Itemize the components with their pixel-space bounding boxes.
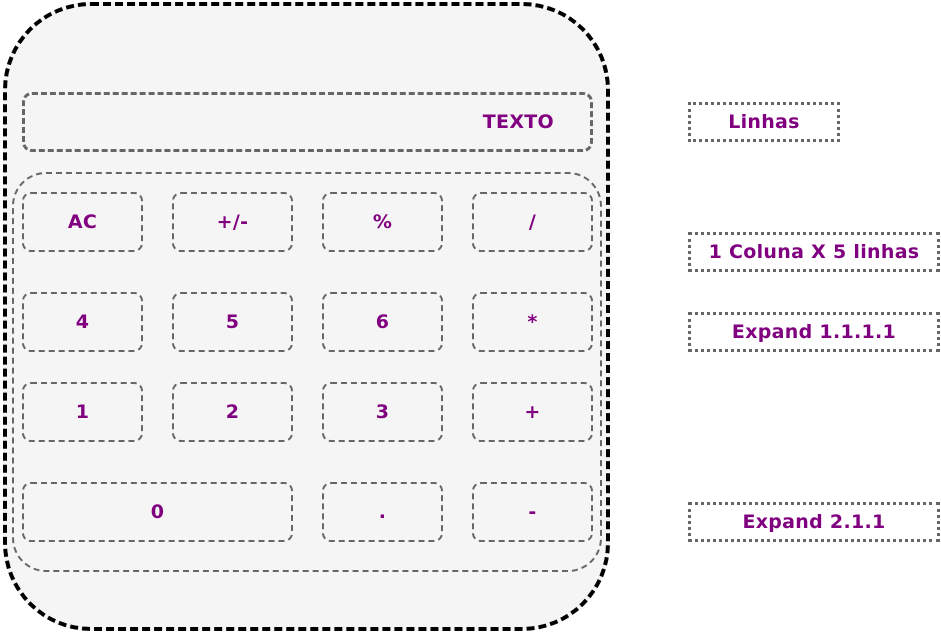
keypad-container <box>12 172 602 572</box>
key-1[interactable]: 1 <box>22 382 143 442</box>
key-plus-minus[interactable]: +/- <box>172 192 293 252</box>
key-decimal[interactable]: . <box>322 482 443 542</box>
key-3[interactable]: 3 <box>322 382 443 442</box>
key-ac[interactable]: AC <box>22 192 143 252</box>
annotation-expand-1111: Expand 1.1.1.1 <box>688 312 940 352</box>
key-plus[interactable]: + <box>472 382 593 442</box>
key-0[interactable]: 0 <box>22 482 293 542</box>
key-divide[interactable]: / <box>472 192 593 252</box>
key-minus[interactable]: - <box>472 482 593 542</box>
key-4[interactable]: 4 <box>22 292 143 352</box>
calculator-display: TEXTO <box>22 92 593 152</box>
display-text: TEXTO <box>482 111 554 133</box>
key-2[interactable]: 2 <box>172 382 293 442</box>
key-percent[interactable]: % <box>322 192 443 252</box>
key-6[interactable]: 6 <box>322 292 443 352</box>
annotation-expand-211: Expand 2.1.1 <box>688 502 940 542</box>
annotation-linhas: Linhas <box>688 102 840 142</box>
key-5[interactable]: 5 <box>172 292 293 352</box>
key-multiply[interactable]: * <box>472 292 593 352</box>
annotation-coluna-linhas: 1 Coluna X 5 linhas <box>688 232 940 272</box>
